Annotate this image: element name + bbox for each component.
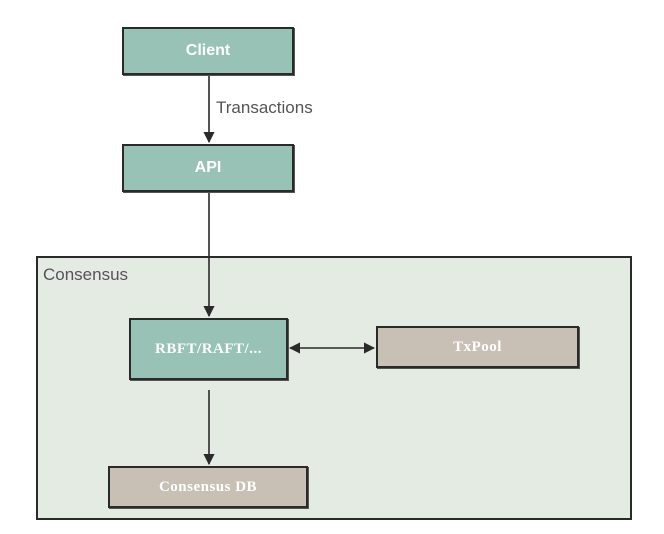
rbft-raft-node: RBFT/RAFT/...: [129, 318, 288, 380]
consensus-db-node: Consensus DB: [108, 466, 308, 508]
txpool-node: TxPool: [376, 326, 579, 368]
api-node: API: [122, 144, 294, 192]
rbft-raft-node-label: RBFT/RAFT/...: [155, 340, 262, 357]
transactions-label: Transactions: [216, 98, 313, 117]
consensus-db-node-label: Consensus DB: [158, 478, 258, 495]
txpool-node-label: TxPool: [453, 338, 502, 355]
api-node-label: API: [194, 159, 222, 176]
consensus-group-label: Consensus: [43, 265, 129, 284]
client-node-label: Client: [185, 42, 231, 59]
client-node: Client: [122, 27, 294, 75]
